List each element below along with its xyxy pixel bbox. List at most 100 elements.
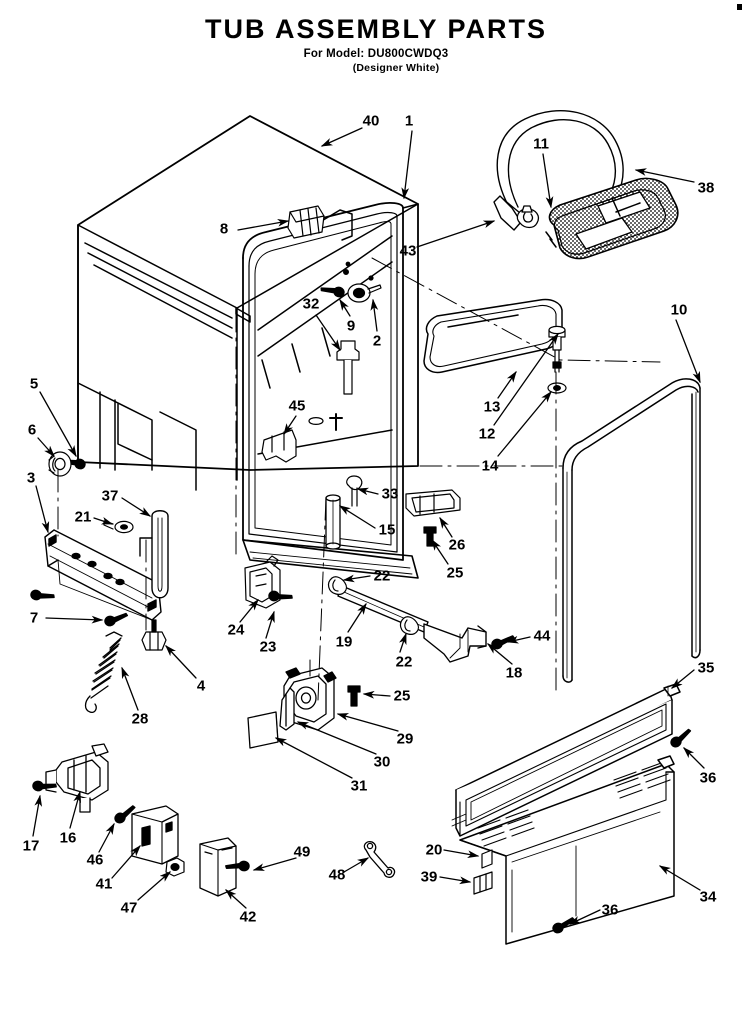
- callout-2: 2: [372, 332, 382, 350]
- part-33-clamp: [346, 475, 363, 507]
- callout-20: 20: [425, 841, 443, 859]
- callout-7: 7: [29, 609, 39, 627]
- callout-5: 5: [29, 375, 39, 393]
- alignment-centerlines: [57, 257, 661, 701]
- callout-25: 25: [446, 564, 464, 582]
- callout-42: 42: [239, 908, 257, 926]
- callout-14: 14: [481, 457, 499, 475]
- part-28-spring: [84, 631, 123, 714]
- finish-subtitle: (Designer White): [352, 62, 440, 74]
- callout-21: 21: [74, 508, 92, 526]
- callout-34: 34: [699, 888, 717, 906]
- callout-18: 18: [505, 664, 523, 682]
- callout-36-upper: 36: [699, 769, 717, 787]
- part-26-bracket: [405, 489, 461, 517]
- callout-29: 29: [396, 730, 414, 748]
- callout-48: 48: [328, 866, 346, 884]
- diagram-header: TUB ASSEMBLY PARTS For Model: DU800CWDQ3…: [0, 0, 752, 75]
- part-2-grommet: [343, 261, 382, 303]
- callout-32: 32: [302, 295, 320, 313]
- callout-22-lower: 22: [395, 653, 413, 671]
- part-42-bracket: [199, 837, 237, 897]
- callout-8: 8: [219, 220, 229, 238]
- callout-47: 47: [120, 899, 138, 917]
- callout-17: 17: [22, 837, 40, 855]
- callout-38: 38: [697, 179, 715, 197]
- part-7-screw-b: [103, 612, 130, 628]
- callout-43: 43: [399, 242, 417, 260]
- part-18-drain-elbow: [423, 623, 487, 663]
- part-44-screw: [490, 635, 517, 651]
- page-title: TUB ASSEMBLY PARTS: [204, 14, 548, 44]
- callout-16: 16: [59, 829, 77, 847]
- callout-19: 19: [335, 633, 353, 651]
- part-37-drain-loop: [139, 510, 169, 599]
- callout-39: 39: [420, 868, 438, 886]
- callout-10: 10: [670, 301, 688, 319]
- part-7-screw-a: [29, 588, 56, 605]
- part-11-hose: [493, 110, 624, 231]
- callout-41: 41: [95, 875, 113, 893]
- tub-upper-lip: [319, 203, 419, 241]
- part-3-left-rail: [44, 529, 162, 621]
- tub-shell-outline: [77, 115, 419, 491]
- part-20-tab: [481, 849, 493, 869]
- callout-23: 23: [259, 638, 277, 656]
- callout-4: 4: [196, 677, 206, 695]
- callout-35: 35: [697, 659, 715, 677]
- part-4-leveling-foot: [141, 619, 167, 651]
- part-15-tube: [325, 494, 341, 550]
- part-45-bracket: [261, 413, 343, 463]
- callout-15: 15: [378, 521, 396, 539]
- part-34-lower-panel: [459, 755, 675, 945]
- callout-1: 1: [404, 112, 414, 130]
- callout-44: 44: [533, 627, 551, 645]
- part-31-filter-plate: [247, 711, 279, 749]
- part-43-clamp: [516, 205, 540, 229]
- callout-3: 3: [26, 469, 36, 487]
- part-32-vent-cap: [336, 340, 360, 395]
- callout-45: 45: [288, 397, 306, 415]
- part-25-screw-b: [347, 685, 361, 707]
- part-13-heating-element-front: [423, 298, 563, 374]
- callout-49: 49: [293, 843, 311, 861]
- part-6-roller: [48, 451, 72, 477]
- part-29-pump-housing: [283, 659, 337, 731]
- callout-33: 33: [381, 485, 399, 503]
- part-36-screw-a: [668, 728, 695, 750]
- callout-9: 9: [346, 317, 356, 335]
- callout-13: 13: [483, 398, 501, 416]
- tub-front-frame: [242, 201, 404, 561]
- registration-mark-top-right: [737, 4, 742, 10]
- callout-6: 6: [27, 421, 37, 439]
- callout-36-lower: 36: [601, 901, 619, 919]
- callout-40: 40: [362, 112, 380, 130]
- part-41-bracket: [131, 805, 179, 865]
- callout-24: 24: [227, 621, 245, 639]
- part-14-element-nut: [547, 382, 567, 394]
- tub-bottom-rail: [242, 539, 419, 579]
- part-35-vent-panel: [451, 683, 681, 837]
- model-subtitle: For Model: DU800CWDQ3: [303, 48, 449, 60]
- part-8-clip: [287, 205, 325, 239]
- part-48-link: [363, 840, 396, 878]
- part-39-clip: [473, 871, 493, 895]
- callout-12: 12: [478, 425, 496, 443]
- callout-46: 46: [86, 851, 104, 869]
- part-22-clamp-b: [399, 616, 420, 635]
- callout-26: 26: [448, 536, 466, 554]
- callout-25-lower: 25: [393, 687, 411, 705]
- part-10-heating-element-rear: [562, 378, 701, 683]
- callout-28: 28: [131, 710, 149, 728]
- part-38-filter-screen: [545, 177, 679, 260]
- part-22-clamp-a: [327, 576, 348, 595]
- callout-31: 31: [350, 777, 368, 795]
- callout-11: 11: [533, 135, 549, 153]
- callout-30: 30: [373, 753, 391, 771]
- part-12-element-terminal: [548, 325, 566, 373]
- callout-22-upper: 22: [373, 567, 391, 585]
- callout-leaders: [32, 127, 705, 925]
- part-30-baffle: [279, 687, 295, 731]
